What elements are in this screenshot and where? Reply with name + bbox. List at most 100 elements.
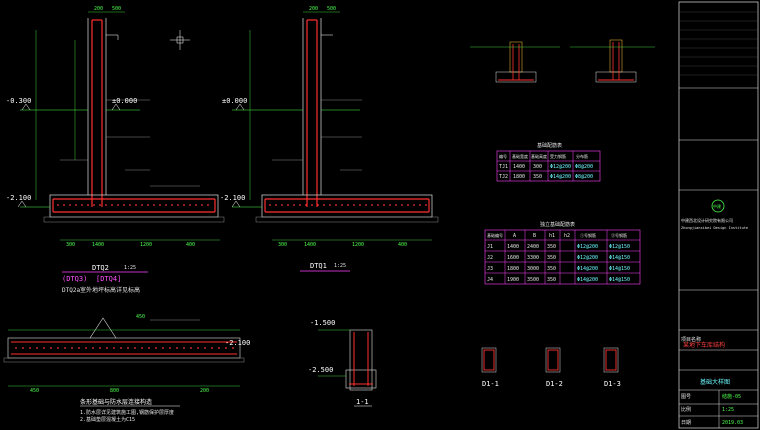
- rebar-dot: [347, 204, 349, 206]
- dtq2-elev-mid: -0.300: [6, 97, 31, 105]
- rebar-dot: [106, 347, 108, 349]
- rebar-dot: [29, 347, 31, 349]
- rebar-dot: [317, 204, 319, 206]
- rebar-dot: [329, 204, 331, 206]
- dtq1-dim-b3: 1200: [352, 242, 364, 248]
- rebar-dot: [281, 204, 283, 206]
- table2-cell: Φ14@150: [609, 277, 630, 283]
- rebar-dot: [218, 347, 220, 349]
- table2-cell: J1: [487, 244, 493, 250]
- table2-cell: Φ12@200: [577, 244, 598, 250]
- beam-dim-4: 200: [200, 388, 209, 394]
- rebar-table-1: 基础配筋表 编号 基础宽度 基础高度 受力钢筋 分布筋 TJ1 1400 300…: [496, 142, 601, 182]
- rebar-dot: [419, 204, 421, 206]
- table2-cell: 1400: [507, 244, 519, 250]
- dtq2-dim-b1: 300: [66, 242, 75, 248]
- crosshair-cursor-icon: [170, 30, 190, 50]
- rebar-dot: [165, 204, 167, 206]
- date-label: 日期: [681, 420, 691, 426]
- dtq1-dim-top-1: 200: [309, 6, 318, 12]
- rebar-dot: [78, 347, 80, 349]
- rebar-dot: [147, 204, 149, 206]
- table2-cell: 350: [547, 277, 556, 283]
- rebar-dot: [190, 347, 192, 349]
- dtq2-elev-bottom: -2.100: [6, 194, 31, 202]
- rebar-dot: [293, 204, 295, 206]
- section-dtq1: ±0.000 -2.100 200 500 300 1400 1200 400 …: [220, 6, 439, 272]
- rebar-dot: [111, 204, 113, 206]
- rebar-dot: [105, 204, 107, 206]
- dtq4-label: [DTQ4]: [96, 275, 121, 283]
- table2-cell: J3: [487, 266, 493, 272]
- t1-h3: 受力钢筋: [550, 153, 566, 159]
- rebar-dot: [335, 204, 337, 206]
- rebar-dot: [377, 204, 379, 206]
- rebar-dot: [153, 204, 155, 206]
- dtq2-dim-top-2: 500: [112, 6, 121, 12]
- table1-title: 基础配筋表: [537, 142, 562, 149]
- detail-d1-2: D1-2: [546, 380, 563, 388]
- table2-cell: Φ12@200: [577, 255, 598, 261]
- table2-cell: Φ14@200: [577, 277, 598, 283]
- table2-cell: 3500: [527, 277, 539, 283]
- table2-cell: 1900: [507, 277, 519, 283]
- t2-h5: ①号钢筋: [580, 232, 596, 238]
- dtq1-dim-b4: 400: [398, 242, 407, 248]
- table2-cell: 3000: [527, 266, 539, 272]
- project-label: 项目名称: [681, 336, 701, 343]
- dtq2-dim-b3: 1200: [140, 242, 152, 248]
- rebar-dot: [211, 347, 213, 349]
- rebar-dot: [269, 204, 271, 206]
- t1-h0: 编号: [499, 153, 507, 159]
- detail-strip-footing: 450 450 800 200 -2.100 条形基础与防水层连接构造 1.防水…: [3, 314, 250, 423]
- beam-note-2: 2.基础垫层混凝土为C15: [80, 416, 135, 423]
- rebar-dot: [57, 347, 59, 349]
- rebar-dot: [69, 204, 71, 206]
- table2-cell: Φ14@150: [609, 266, 630, 272]
- rebar-dot: [57, 204, 59, 206]
- t2-h1: A: [513, 233, 516, 239]
- rebar-dot: [134, 347, 136, 349]
- rebar-dot: [323, 204, 325, 206]
- project-name: 某地下车库结构: [683, 341, 725, 349]
- rebar-dot: [129, 204, 131, 206]
- rebar-dot: [401, 204, 403, 206]
- beam-note-1: 1.防水层详见建筑施工图,钢筋保护层厚度: [80, 409, 174, 416]
- t2-h0: 基础编号: [487, 232, 503, 238]
- dtq2-label: DTQ2: [92, 264, 109, 272]
- table2-cell: Φ14@200: [577, 266, 598, 272]
- t1-h4: 分布筋: [576, 153, 588, 159]
- table2-title: 独立基础配筋表: [540, 221, 575, 228]
- table2-cell: 350: [547, 266, 556, 272]
- detail-d1-3: D1-3: [604, 380, 621, 388]
- rebar-dot: [141, 347, 143, 349]
- rebar-dot: [275, 204, 277, 206]
- t1-r1c2: 350: [533, 174, 542, 180]
- rebar-dot: [371, 204, 373, 206]
- rebar-dot: [305, 204, 307, 206]
- t1-r0c3: Φ12@200: [550, 164, 571, 170]
- rebar-dot: [155, 347, 157, 349]
- beam-elev: -2.100: [225, 339, 250, 347]
- rebar-dot: [162, 347, 164, 349]
- dtq1-dim-b2: 1400: [304, 242, 316, 248]
- rebar-dot: [71, 347, 73, 349]
- t1-h1: 基础宽度: [512, 153, 528, 159]
- rebar-dot: [85, 347, 87, 349]
- drawing-no-label: 图号: [681, 394, 691, 400]
- rebar-dot: [64, 347, 66, 349]
- t1-h2: 基础高度: [531, 153, 547, 159]
- rebar-dot: [287, 204, 289, 206]
- rebar-dot: [22, 347, 24, 349]
- section-elev-bottom: -2.500: [308, 366, 333, 374]
- section-dtq2: -0.300 -2.100 ±0.000 200 500 300 1400 12…: [6, 6, 225, 294]
- section-elev-top: -1.500: [310, 319, 335, 327]
- rebar-dot: [75, 204, 77, 206]
- rebar-dot: [299, 204, 301, 206]
- rebar-dot: [359, 204, 361, 206]
- table2-cell: J2: [487, 255, 493, 261]
- dtq2-elev-top: ±0.000: [112, 97, 137, 105]
- t1-r1c3: Φ14@200: [550, 174, 571, 180]
